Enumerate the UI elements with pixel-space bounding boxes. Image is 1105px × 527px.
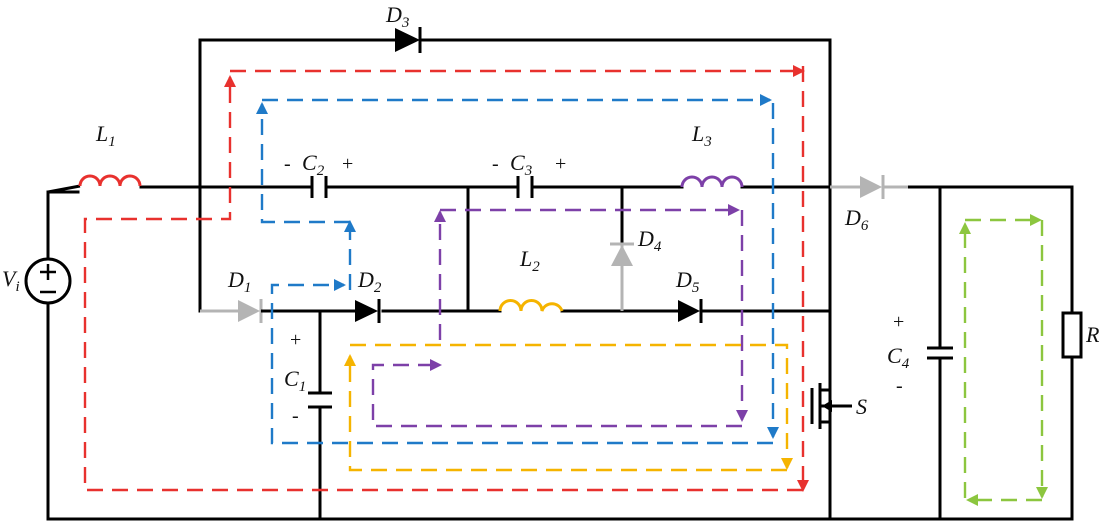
inductor-l3	[680, 175, 744, 188]
inductor-l2	[498, 299, 564, 312]
label-s: S	[856, 394, 867, 419]
label-c3: C3	[510, 150, 532, 179]
diode-d6	[830, 175, 908, 199]
blue-current-loop-bottom	[270, 279, 773, 445]
label-l2: L2	[519, 246, 540, 275]
label-d4: D4	[637, 226, 662, 255]
label-c1-minus: -	[292, 405, 299, 427]
diode-d5	[678, 299, 703, 323]
yellow-current-loop-bottom	[344, 354, 787, 472]
label-c4-minus: -	[896, 375, 903, 397]
label-c4-plus: +	[893, 311, 904, 333]
purple-current-loop-bottom	[371, 359, 742, 428]
label-c4: C4	[887, 343, 910, 372]
capacitor-c2	[310, 176, 328, 198]
label-c2-plus: +	[342, 153, 353, 175]
label-c3-minus: -	[492, 153, 499, 175]
voltage-source-vi	[24, 257, 72, 305]
label-l3: L3	[691, 121, 712, 150]
yellow-current-loop	[350, 343, 793, 470]
label-c2: C2	[302, 150, 325, 179]
capacitor-c3	[516, 176, 534, 198]
blue-current-loop-c2	[256, 102, 350, 224]
label-d5: D5	[675, 267, 700, 296]
inductor-l1	[47, 174, 142, 194]
label-c3-plus: +	[555, 153, 566, 175]
capacitor-c4	[927, 346, 953, 360]
mosfet-s	[810, 383, 852, 429]
label-c2-minus: -	[284, 153, 291, 175]
label-d1: D1	[227, 267, 251, 296]
label-vi: Vi	[2, 266, 20, 295]
resistor-r	[1061, 311, 1083, 359]
diode-d3	[395, 27, 428, 53]
label-d2: D2	[357, 267, 382, 296]
label-r: R	[1085, 322, 1100, 347]
label-c1: C1	[284, 366, 306, 395]
capacitor-c1	[308, 391, 332, 409]
label-d6: D6	[844, 205, 869, 234]
red-current-loop	[83, 75, 803, 492]
diode-d2	[355, 299, 381, 323]
circuit-wires	[46, 38, 1074, 521]
label-d3: D3	[385, 2, 409, 31]
label-c1-plus: +	[290, 329, 301, 351]
diode-d1	[200, 299, 290, 323]
label-l1: L1	[95, 121, 116, 150]
diode-d4	[610, 187, 634, 311]
